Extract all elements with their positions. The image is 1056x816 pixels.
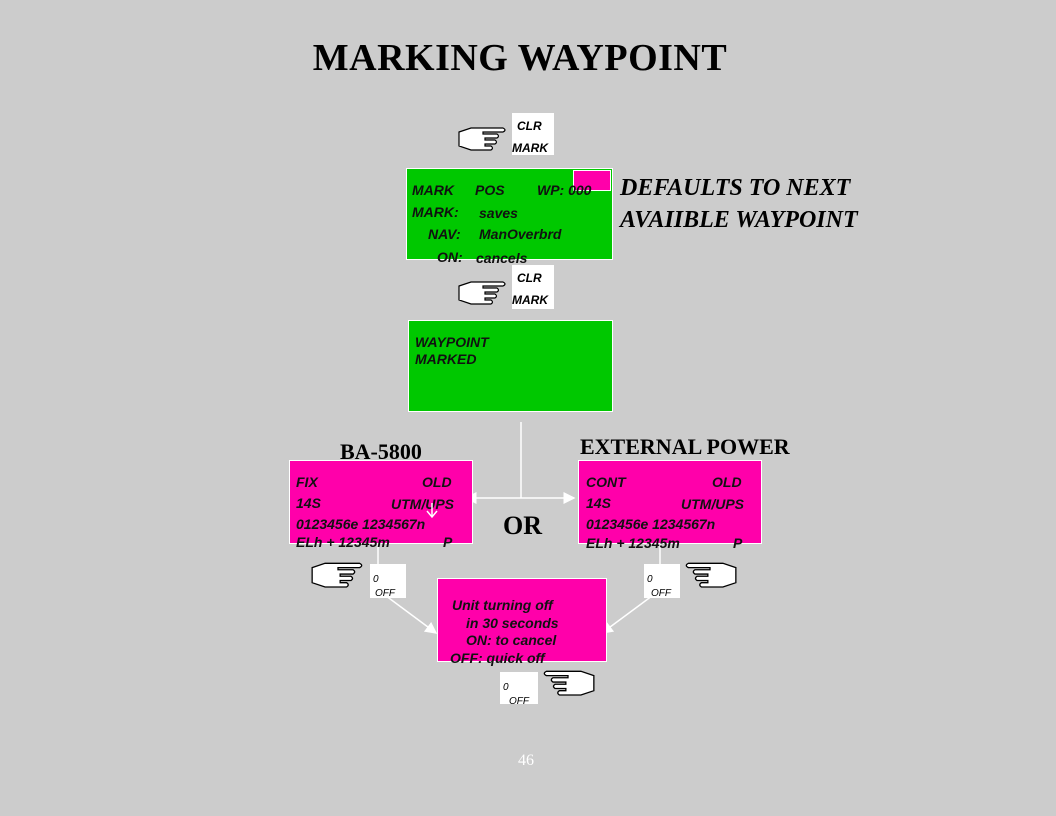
page-title: MARKING WAYPOINT — [312, 37, 728, 79]
pointing-hand-icon — [310, 556, 366, 595]
marked-text: MARKED — [415, 351, 477, 367]
off-quick-text: OFF: quick off — [450, 650, 545, 666]
old-text: OLD — [422, 474, 452, 490]
note-line-2: AVAIIBLE WAYPOINT — [620, 207, 858, 233]
clr-mark-key-middle[interactable]: CLR MARK — [512, 265, 554, 309]
clr-label: CLR — [517, 271, 542, 285]
unit-turning-off-screen: Unit turning off in 30 seconds ON: to ca… — [437, 578, 607, 666]
pointing-hand-icon — [540, 664, 596, 703]
zero-label: 0 — [373, 574, 379, 585]
off-label: OFF — [651, 588, 671, 599]
wp-number-text: WP: 000 — [537, 182, 592, 198]
zone-text: 14S — [296, 495, 321, 511]
scroll-down-icon — [426, 503, 438, 519]
or-label: OR — [503, 511, 542, 540]
seconds-text: in 30 seconds — [466, 615, 559, 631]
off-key-right[interactable]: 0 OFF — [644, 564, 680, 599]
mark-option-desc: saves — [479, 205, 518, 221]
mark-option-key: MARK: — [412, 204, 459, 220]
note-line-1: DEFAULTS TO NEXT — [620, 175, 851, 201]
off-label: OFF — [509, 696, 529, 707]
fix-text: FIX — [296, 474, 318, 490]
pointing-hand-icon — [682, 556, 738, 595]
zero-label: 0 — [503, 682, 509, 693]
pointing-hand-icon — [457, 122, 509, 157]
on-option-desc: cancels — [476, 250, 528, 266]
pos-text: POS — [475, 182, 505, 198]
off-key-bottom[interactable]: 0 OFF — [500, 672, 538, 707]
nav-option-desc: ManOverbrd — [479, 226, 562, 242]
mark-position-screen: MARK POS WP: 000 MARK: saves NAV: ManOve… — [406, 168, 613, 266]
coordinates-text: 0123456e 1234567n — [296, 516, 426, 532]
battery-position-screen: FIX OLD 14S UTM/UPS 0123456e 1234567n EL… — [289, 460, 473, 550]
zone-text: 14S — [586, 495, 611, 511]
on-cancel-text: ON: to cancel — [466, 632, 557, 648]
elevation-text: ELh + 12345m — [586, 535, 680, 551]
external-power-label: EXTERNAL POWER — [580, 434, 790, 459]
p-text: P — [733, 535, 743, 551]
grid-format-text: UTM/UPS — [391, 496, 454, 512]
off-label: OFF — [375, 588, 395, 599]
turning-off-text: Unit turning off — [452, 597, 553, 613]
mark-label: MARK — [512, 141, 548, 155]
ba-5800-label: BA-5800 — [340, 439, 422, 464]
defaults-note: DEFAULTS TO NEXT AVAIIBLE WAYPOINT — [620, 172, 858, 236]
clr-label: CLR — [517, 119, 542, 133]
cont-text: CONT — [586, 474, 626, 490]
pointing-hand-icon — [457, 276, 509, 311]
mark-label: MARK — [512, 293, 548, 307]
mark-text: MARK — [412, 182, 454, 198]
waypoint-marked-screen: WAYPOINT MARKED — [408, 320, 613, 412]
page-number: 46 — [518, 752, 534, 769]
nav-option-key: NAV: — [428, 226, 461, 242]
zero-label: 0 — [647, 574, 653, 585]
grid-format-text: UTM/UPS — [681, 496, 744, 512]
elevation-text: ELh + 12345m — [296, 534, 390, 550]
old-text: OLD — [712, 474, 742, 490]
on-option-key: ON: — [437, 249, 463, 265]
waypoint-text: WAYPOINT — [415, 334, 489, 350]
external-power-position-screen: CONT OLD 14S UTM/UPS 0123456e 1234567n E… — [578, 460, 762, 551]
coordinates-text: 0123456e 1234567n — [586, 516, 716, 532]
clr-mark-key-top[interactable]: CLR MARK — [512, 113, 554, 155]
waypoint-number-field — [573, 170, 611, 191]
p-text: P — [443, 534, 453, 550]
off-key-left[interactable]: 0 OFF — [370, 564, 406, 599]
